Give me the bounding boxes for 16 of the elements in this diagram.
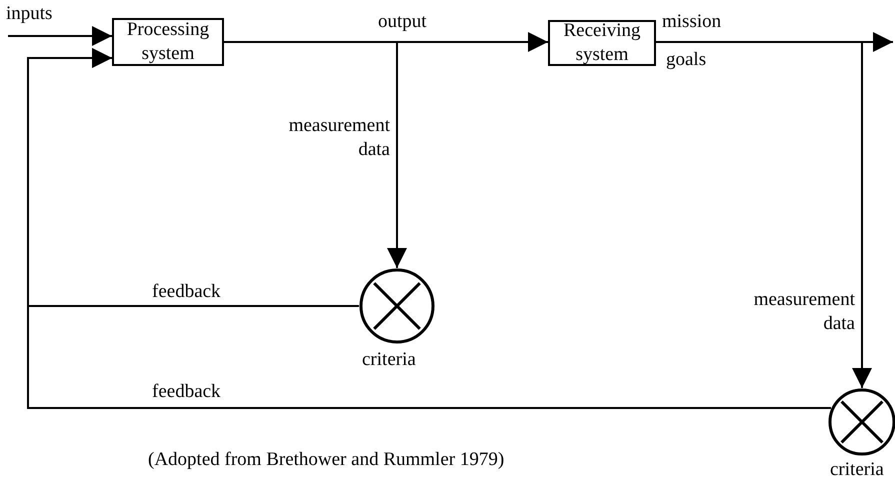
edge-label: feedback bbox=[152, 280, 221, 304]
process-box: Processing system bbox=[112, 18, 224, 66]
node-caption: criteria bbox=[830, 458, 884, 482]
edge-label: feedback bbox=[152, 380, 221, 404]
signal-label: goals bbox=[666, 48, 706, 72]
node-caption: criteria bbox=[362, 348, 416, 372]
signal-label: mission bbox=[662, 10, 722, 34]
arrow bbox=[27, 48, 832, 409]
process-box: Receiving system bbox=[548, 20, 656, 66]
edge-label: output bbox=[378, 10, 427, 34]
edge-label: measurement data bbox=[288, 114, 390, 162]
arrow bbox=[224, 41, 407, 268]
caption: (Adopted from Brethower and Rummler 1979) bbox=[148, 448, 504, 472]
edge-label: measurement data bbox=[752, 288, 855, 336]
edge-label: inputs bbox=[6, 2, 52, 26]
arrow bbox=[8, 26, 112, 46]
